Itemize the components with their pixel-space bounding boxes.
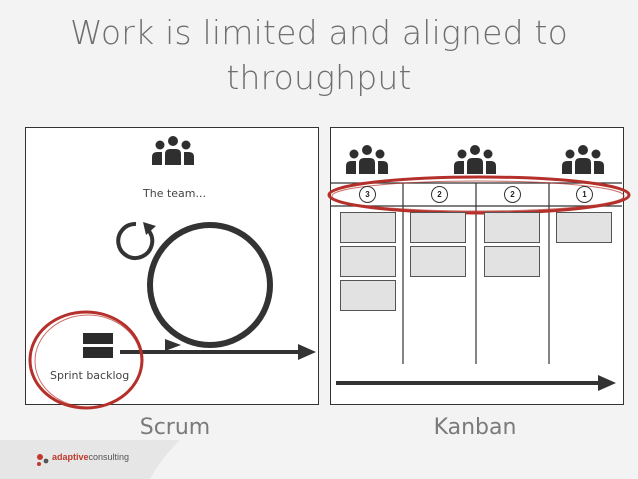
kanban-card <box>340 212 396 243</box>
logo-text: adaptiveconsulting <box>52 452 129 462</box>
backlog-icon <box>83 333 113 358</box>
kanban-card <box>484 246 540 277</box>
kanban-team-icon-3 <box>562 145 604 174</box>
daily-cycle-icon <box>116 221 156 260</box>
kanban-card <box>340 246 396 277</box>
kanban-card <box>484 212 540 243</box>
scrum-flow-arrow <box>120 344 316 360</box>
title-line-2: throughput <box>226 58 412 97</box>
team-label: The team... <box>143 187 206 200</box>
kanban-card <box>410 212 466 243</box>
logo-suffix: consulting <box>88 452 130 462</box>
wip-limit-col-2: 2 <box>431 186 448 203</box>
kanban-team-icon-2 <box>454 145 496 174</box>
wip-limit-col-3: 2 <box>504 186 521 203</box>
logo-brand: adaptive <box>52 452 89 462</box>
kanban-label: Kanban <box>433 415 517 440</box>
logo-shape <box>0 440 180 479</box>
backlog-highlight <box>28 310 144 410</box>
kanban-card <box>410 246 466 277</box>
scrum-team-icon <box>152 136 194 165</box>
sprint-backlog-label: Sprint backlog <box>50 369 130 382</box>
kanban-flow-arrow <box>336 375 616 391</box>
sprint-cycle-icon <box>147 222 273 351</box>
kanban-card <box>340 280 396 311</box>
scrum-label: Scrum <box>139 415 211 440</box>
kanban-card <box>556 212 612 243</box>
title-line-1: Work is limited and aligned to <box>70 13 568 52</box>
wip-limit-col-4: 1 <box>576 186 593 203</box>
footer-logo: adaptiveconsulting <box>0 440 180 479</box>
wip-limit-col-1: 3 <box>359 186 376 203</box>
slide-title: Work is limited and aligned to throughpu… <box>0 10 638 100</box>
wip-highlight <box>327 175 631 215</box>
kanban-team-icon-1 <box>346 145 388 174</box>
